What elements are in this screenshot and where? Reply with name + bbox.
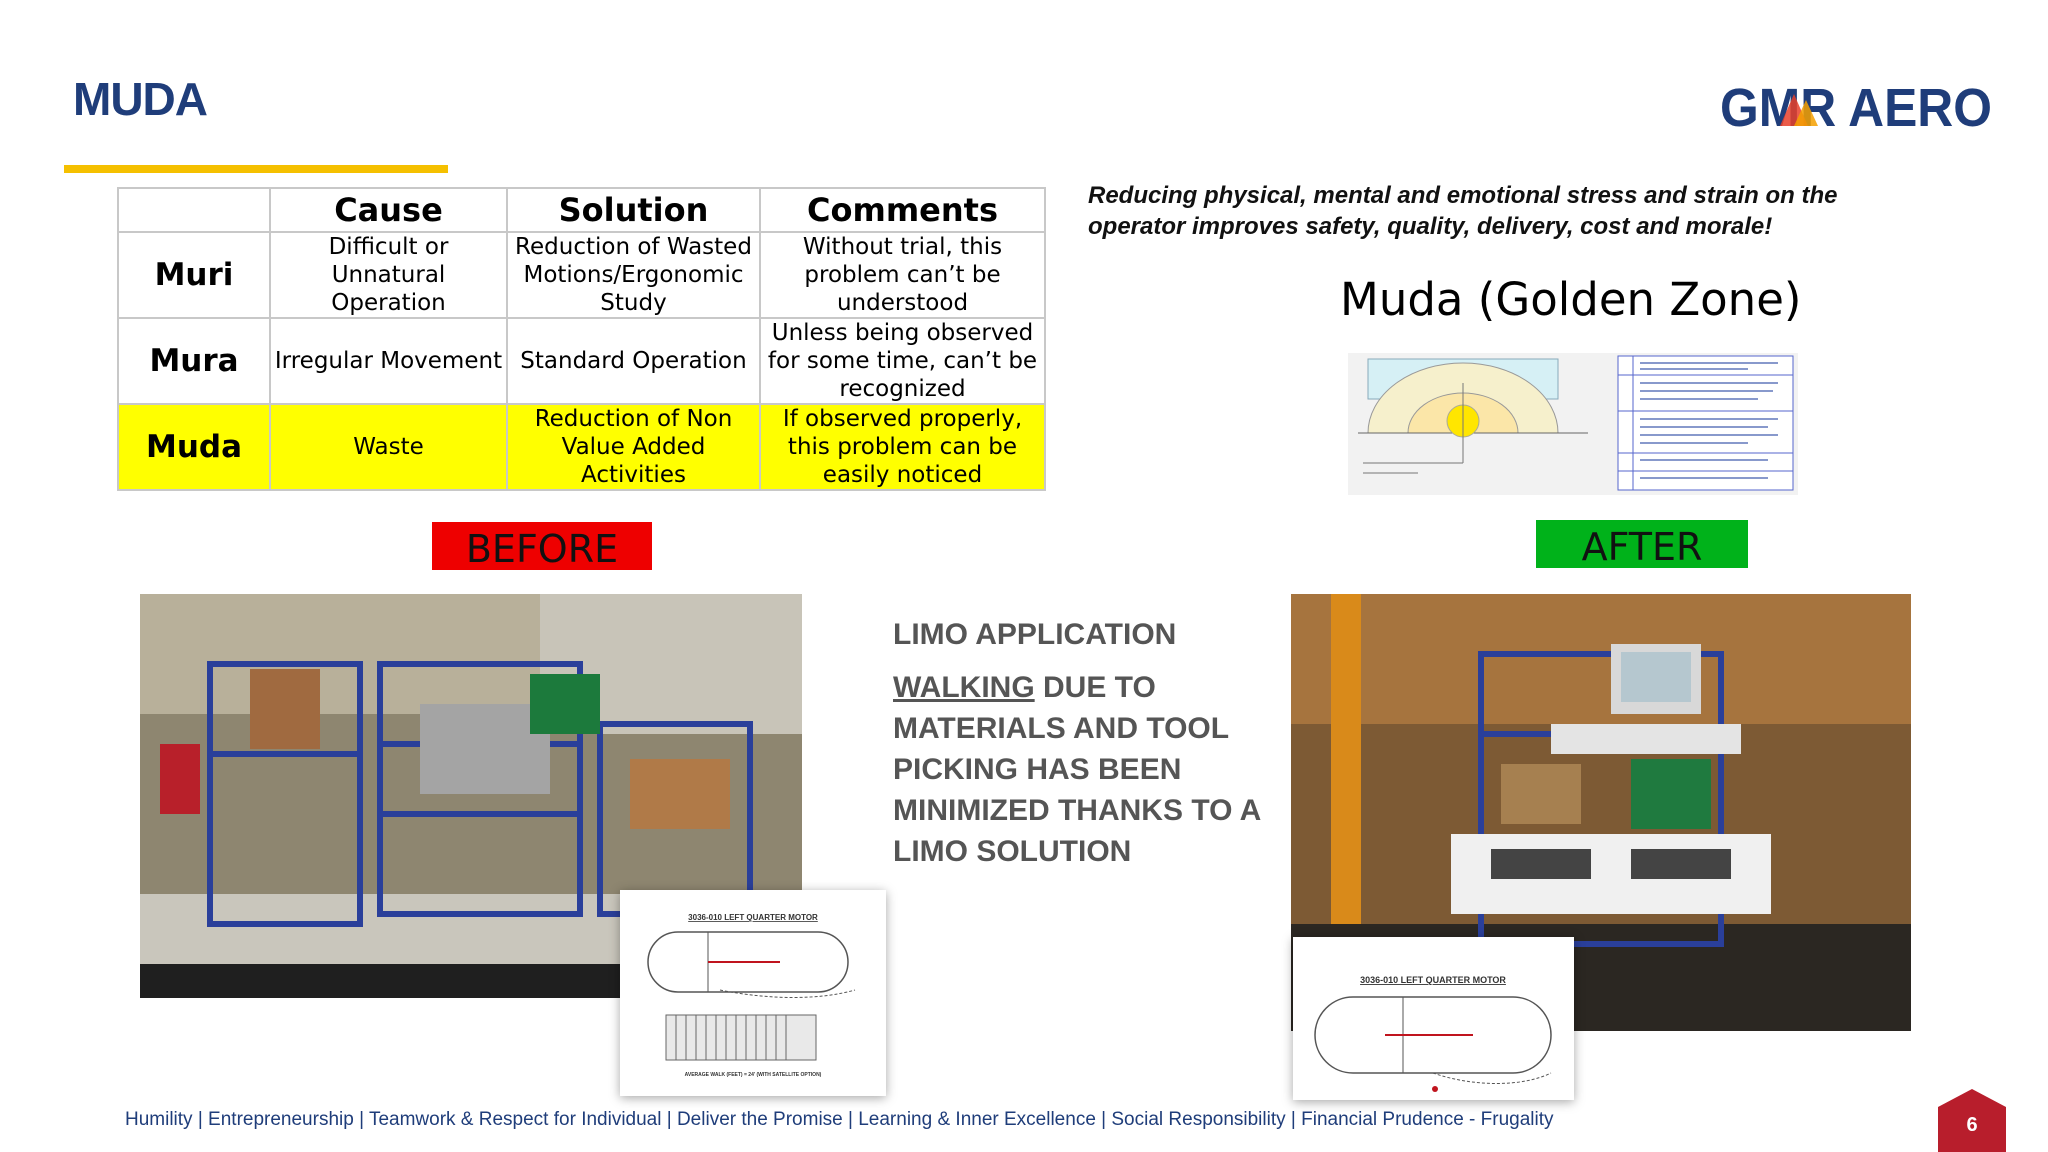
cause-cell: Irregular Movement bbox=[269, 317, 508, 405]
table-header-cell: Solution bbox=[506, 187, 761, 233]
table-header-cell: Comments bbox=[759, 187, 1046, 233]
before-inset-caption: 3036-010 LEFT QUARTER MOTOR bbox=[688, 913, 818, 922]
after-walk-diagram: 3036-010 LEFT QUARTER MOTOR bbox=[1293, 937, 1574, 1100]
before-walk-diagram: 3036-010 LEFT QUARTER MOTOR AVERAGE WALK… bbox=[620, 890, 886, 1096]
before-inset-note: AVERAGE WALK (FEET) = 24' (WITH SATELLIT… bbox=[685, 1072, 822, 1078]
solution-cell: Reduction of Non Value Added Activities bbox=[506, 403, 761, 491]
title-underline bbox=[64, 165, 448, 173]
table-row-highlighted: Muda Waste Reduction of Non Value Added … bbox=[117, 403, 1046, 491]
comments-cell: If observed properly, this problem can b… bbox=[759, 403, 1046, 491]
solution-cell: Standard Operation bbox=[506, 317, 761, 405]
cause-cell: Difficult or Unnatural Operation bbox=[269, 231, 508, 319]
values-footer: Humility | Entrepreneurship | Teamwork &… bbox=[125, 1109, 1554, 1130]
limo-title: LIMO APPLICATION bbox=[893, 618, 1177, 651]
limo-underlined-word: WALKING bbox=[893, 671, 1035, 704]
before-label: BEFORE bbox=[432, 522, 652, 571]
solution-cell: Reduction of Wasted Motions/Ergonomic St… bbox=[506, 231, 761, 319]
stress-reduction-quote: Reducing physical, mental and emotional … bbox=[1088, 182, 1838, 240]
limo-description-rest: DUE TO MATERIALS AND TOOL PICKING HAS BE… bbox=[893, 671, 1261, 868]
golden-zone-title: Muda (Golden Zone) bbox=[1340, 273, 1802, 326]
comments-cell: Unless being observed for some time, can… bbox=[759, 317, 1046, 405]
after-label: AFTER bbox=[1536, 520, 1748, 569]
table-header-cell: Cause bbox=[269, 187, 508, 233]
table-header-row: Cause Solution Comments bbox=[117, 187, 1046, 233]
row-label: Muri bbox=[117, 231, 271, 319]
muda-table: Cause Solution Comments Muri Difficult o… bbox=[117, 187, 1046, 491]
table-header-cell bbox=[117, 187, 271, 233]
cause-cell: Waste bbox=[269, 403, 508, 491]
gmr-aero-logo: GMR AERO bbox=[1720, 80, 1992, 136]
page-number-badge bbox=[1938, 1089, 2006, 1152]
page-number: 6 bbox=[1966, 1114, 1978, 1136]
row-label: Muda bbox=[117, 403, 271, 491]
table-row: Muri Difficult or Unnatural Operation Re… bbox=[117, 231, 1046, 319]
logo-text: GMR AERO bbox=[1720, 80, 1992, 136]
comments-cell: Without trial, this problem can’t be und… bbox=[759, 231, 1046, 319]
row-label: Mura bbox=[117, 317, 271, 405]
limo-description: WALKING DUE TO MATERIALS AND TOOL PICKIN… bbox=[893, 667, 1293, 872]
page-title: MUDA bbox=[73, 73, 208, 125]
golden-zone-diagram bbox=[1348, 353, 1798, 495]
table-row: Mura Irregular Movement Standard Operati… bbox=[117, 317, 1046, 405]
after-inset-caption: 3036-010 LEFT QUARTER MOTOR bbox=[1360, 975, 1506, 985]
